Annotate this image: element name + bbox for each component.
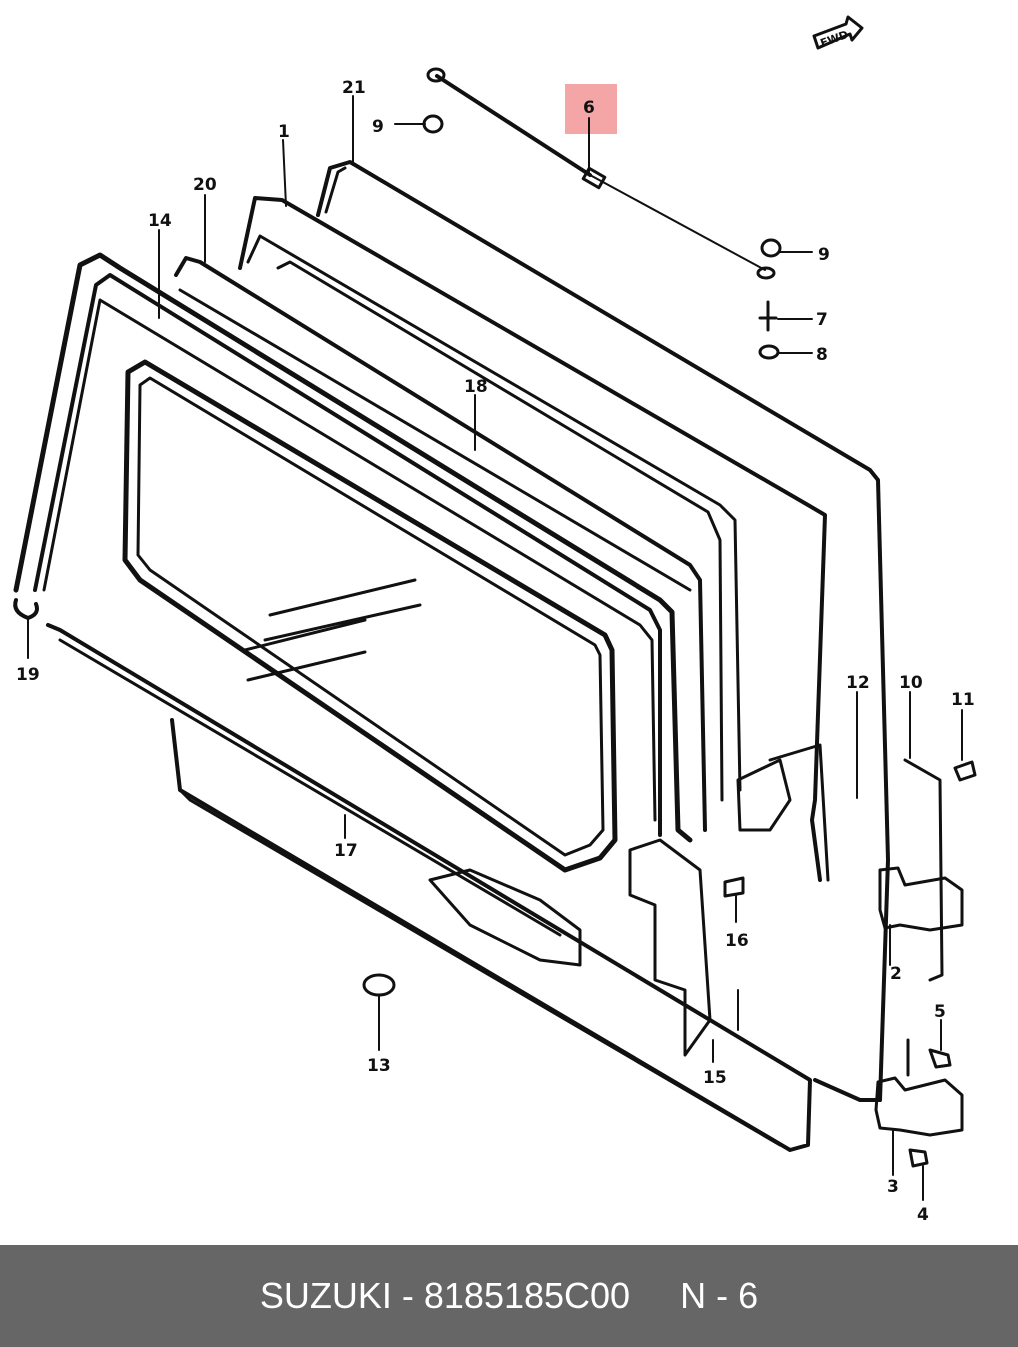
callout-13: 13 xyxy=(367,1056,391,1076)
lower-hinge xyxy=(874,1038,964,1137)
callout-8: 8 xyxy=(816,345,828,365)
callout-5: 5 xyxy=(934,1002,946,1022)
callout-9-right: 9 xyxy=(818,245,830,265)
callout-14: 14 xyxy=(148,211,172,231)
diagram-ref: N - 6 xyxy=(680,1275,759,1316)
callout-11: 11 xyxy=(951,690,975,710)
callout-1: 1 xyxy=(278,122,290,142)
small-parts xyxy=(422,114,782,360)
parts-diagram: FWD xyxy=(13,15,977,1225)
callout-4: 4 xyxy=(917,1205,929,1225)
brand-name: SUZUKI xyxy=(259,1275,392,1316)
highlight-box xyxy=(565,84,617,134)
callout-9-top: 9 xyxy=(372,117,384,137)
callout-20: 20 xyxy=(193,175,217,195)
callout-10: 10 xyxy=(899,673,923,693)
callout-21: 21 xyxy=(342,78,366,98)
gas-strut xyxy=(426,67,776,280)
footer-caption: SUZUKI - 8185185C00 N - 6 xyxy=(0,1245,1018,1347)
callout-12: 12 xyxy=(846,673,870,693)
separator: - xyxy=(391,1275,424,1316)
fwd-arrow-icon: FWD xyxy=(812,15,864,50)
callout-3: 3 xyxy=(887,1177,899,1197)
callout-17: 17 xyxy=(334,841,358,861)
callout-7: 7 xyxy=(816,310,828,330)
callout-19: 19 xyxy=(16,665,40,685)
leader-lines xyxy=(27,95,963,1201)
part-number: 8185185C00 xyxy=(423,1275,631,1316)
callout-16: 16 xyxy=(725,931,749,951)
callout-15: 15 xyxy=(703,1068,727,1088)
callout-6: 6 xyxy=(583,98,595,118)
callout-18: 18 xyxy=(464,377,488,397)
upper-hinge xyxy=(878,758,964,982)
spacer xyxy=(630,1275,680,1317)
callout-2: 2 xyxy=(890,964,902,984)
